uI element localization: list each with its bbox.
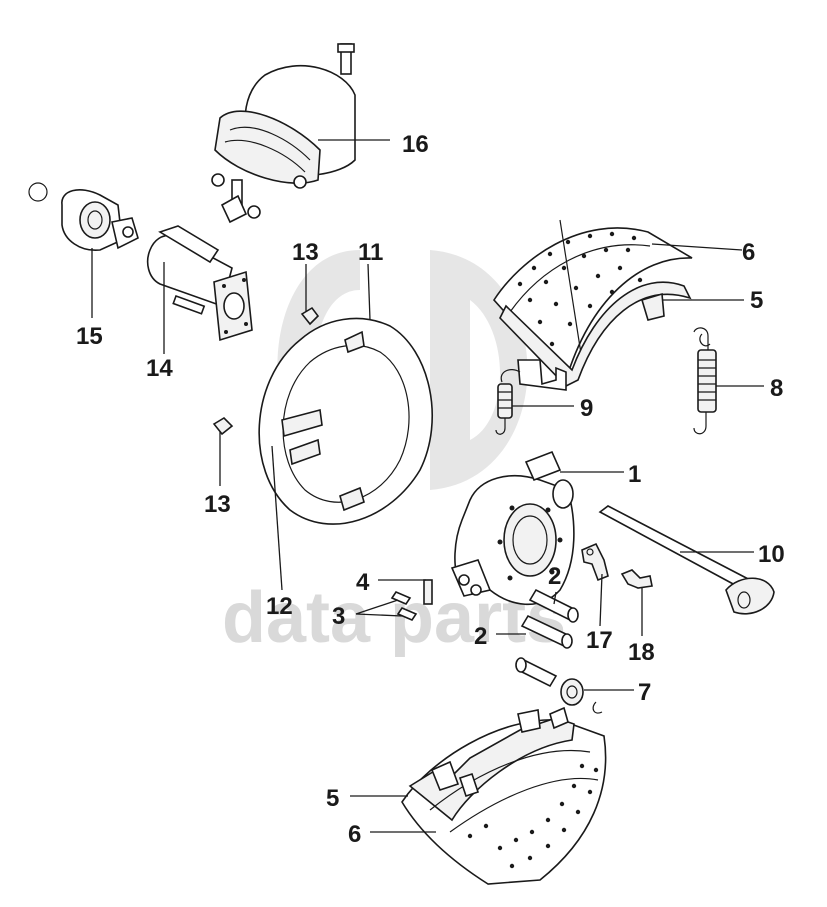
part-actuator-head — [28, 182, 139, 251]
label-13-lower: 13 — [204, 491, 231, 518]
label-6-top: 6 — [742, 239, 755, 266]
camshaft-shaft — [598, 505, 756, 594]
label-5-lower: 5 — [326, 785, 339, 812]
part-spider — [450, 450, 575, 606]
label-15: 15 — [76, 323, 103, 350]
part-camshaft — [598, 505, 775, 615]
spring-coil — [697, 349, 717, 413]
label-14: 14 — [146, 355, 173, 382]
cylinder-bolt — [172, 294, 206, 315]
label-5-top: 5 — [750, 287, 763, 314]
upper-shoe-rivets — [517, 231, 643, 347]
part-retaining-spring — [495, 369, 521, 435]
watermark-logo — [277, 250, 528, 490]
camshaft-s-head — [725, 577, 775, 615]
chamber-stud — [293, 175, 307, 189]
leader-17 — [599, 573, 603, 627]
label-3: 3 — [332, 603, 345, 630]
label-13-top: 13 — [292, 239, 319, 266]
leader-12 — [271, 445, 283, 591]
leader-6-top — [651, 243, 743, 251]
label-12: 12 — [266, 593, 293, 620]
leader-3a — [355, 599, 399, 615]
part-plate-screws — [390, 579, 433, 621]
part-grease-fitting — [620, 569, 653, 589]
lower-shoe-rivets — [467, 763, 599, 869]
dust-shield-tab — [289, 438, 321, 466]
dust-shield-tab — [281, 408, 323, 438]
label-11: 11 — [358, 239, 383, 266]
chamber-clevis — [220, 194, 248, 224]
part-brake-chamber — [211, 43, 356, 224]
leader-lines — [91, 139, 764, 833]
screw — [396, 607, 418, 621]
part-upper-shoe — [492, 219, 693, 391]
roller — [560, 678, 584, 706]
leader-11 — [367, 263, 371, 321]
part-cam-bracket — [581, 542, 609, 582]
screw — [390, 591, 412, 605]
retaining-clip — [592, 701, 603, 714]
lock-plate — [423, 579, 433, 605]
lower-shoe-lining — [401, 719, 607, 885]
label-17: 17 — [586, 627, 613, 654]
chamber-rod-cap — [337, 43, 355, 53]
label-7: 7 — [638, 679, 651, 706]
spider-bore — [503, 503, 557, 577]
o-ring — [28, 182, 48, 202]
spring-coil — [497, 383, 513, 419]
watermark: data parts — [222, 250, 566, 658]
label-1: 1 — [628, 461, 641, 488]
label-4: 4 — [356, 569, 370, 596]
label-16: 16 — [402, 131, 429, 158]
part-labels: 16 6 5 8 9 1 10 11 13 15 14 13 12 4 3 2 … — [76, 131, 785, 848]
upper-shoe-web — [499, 281, 692, 387]
label-2-left: 2 — [474, 623, 487, 650]
part-roller-pin — [515, 657, 603, 714]
part-lower-shoe — [401, 706, 607, 885]
label-6-lower: 6 — [348, 821, 361, 848]
label-2-right: 2 — [548, 563, 561, 590]
chamber-stud — [211, 173, 225, 187]
leader-2a — [553, 591, 557, 605]
spider-cam-mount — [524, 450, 562, 482]
part-cylinder — [146, 225, 253, 342]
leader-3b — [355, 613, 403, 617]
label-9: 9 — [580, 395, 593, 422]
label-10: 10 — [758, 541, 785, 568]
part-return-spring — [693, 327, 717, 435]
part-dust-shield — [258, 317, 433, 525]
label-18: 18 — [628, 639, 655, 666]
part-nut-lower — [212, 416, 234, 436]
part-anchor-pins — [520, 588, 579, 649]
label-8: 8 — [770, 375, 783, 402]
